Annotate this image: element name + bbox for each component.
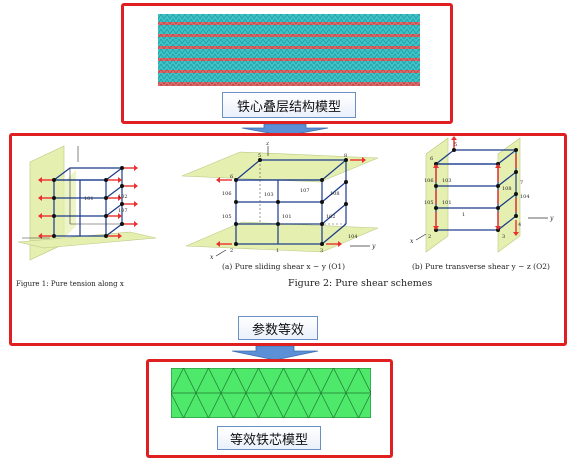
svg-text:6: 6	[230, 174, 233, 180]
svg-text:1: 1	[462, 212, 465, 218]
parameter-equivalence-panel: 102 107 101 Figure 1: Pure tension along…	[9, 133, 567, 346]
svg-text:y: y	[549, 215, 554, 222]
svg-text:y: y	[371, 243, 376, 250]
svg-text:103: 103	[442, 178, 452, 184]
svg-text:105: 105	[424, 200, 434, 206]
svg-text:7: 7	[520, 180, 523, 186]
down-arrow-1	[241, 124, 329, 136]
figure-2b-caption: (b) Pure transverse shear y − z (O2)	[412, 262, 550, 271]
svg-text:107: 107	[300, 188, 310, 194]
svg-text:2: 2	[230, 248, 233, 254]
svg-text:1: 1	[276, 248, 279, 254]
figure-2-caption: Figure 2: Pure shear schemes	[288, 278, 433, 289]
svg-text:102: 102	[118, 194, 128, 200]
svg-text:106: 106	[424, 178, 434, 184]
svg-text:z: z	[265, 142, 270, 147]
figure-2b-transverse-shear: y x 106 105 103 101 108 7 104 6 5 2 3 4 …	[410, 136, 554, 253]
svg-text:104: 104	[520, 194, 530, 200]
svg-text:101: 101	[442, 200, 452, 206]
svg-text:x: x	[410, 238, 414, 245]
svg-text:x: x	[210, 254, 214, 261]
equivalent-core-mesh	[171, 368, 371, 418]
figure-2a-sliding-shear: z y x 106 105 103 101 102 108 107 104 6 …	[181, 142, 379, 261]
svg-text:102: 102	[326, 214, 336, 220]
down-arrow-2	[231, 346, 319, 360]
svg-text:101: 101	[282, 214, 292, 220]
laminated-core-panel: 铁心叠层结构模型	[121, 3, 453, 124]
svg-text:101: 101	[84, 196, 94, 202]
svg-text:104: 104	[348, 234, 358, 240]
svg-text:103: 103	[264, 192, 274, 198]
figure-1-caption: Figure 1: Pure tension along x	[16, 280, 124, 288]
svg-text:3: 3	[502, 234, 505, 240]
equivalent-core-label: 等效铁芯模型	[217, 426, 321, 450]
figure-2a-caption: (a) Pure sliding shear x − y (O1)	[222, 262, 346, 271]
svg-text:107: 107	[118, 208, 128, 214]
svg-text:105: 105	[222, 214, 232, 220]
svg-text:4: 4	[518, 222, 521, 228]
figure-1-pure-tension: 102 107 101	[17, 145, 157, 261]
svg-text:108: 108	[502, 186, 512, 192]
svg-text:5: 5	[258, 153, 261, 159]
svg-text:108: 108	[330, 191, 340, 197]
parameter-equivalence-label: 参数等效	[238, 316, 318, 340]
svg-text:8: 8	[344, 153, 347, 159]
svg-text:106: 106	[222, 191, 232, 197]
svg-text:2: 2	[428, 234, 431, 240]
laminated-core-image	[158, 14, 420, 86]
svg-text:6: 6	[430, 156, 433, 162]
svg-text:5: 5	[454, 142, 457, 148]
laminated-core-label: 铁心叠层结构模型	[222, 92, 356, 118]
equivalent-core-panel: 等效铁芯模型	[146, 359, 393, 458]
svg-text:3: 3	[320, 248, 323, 254]
